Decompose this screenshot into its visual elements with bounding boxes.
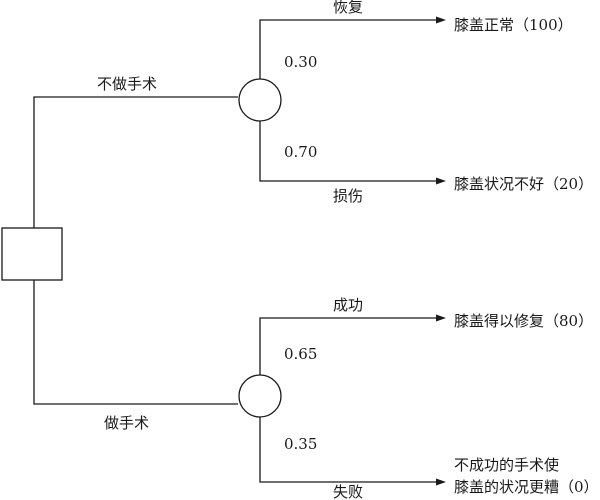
event-label-recover: 恢复: [333, 0, 363, 16]
chance-node-no-surgery: [238, 78, 282, 122]
arrowhead-icon: [436, 314, 446, 322]
event-label-failure: 失败: [333, 483, 363, 500]
branch-line-no-surgery: [33, 96, 238, 228]
branch-label-no-surgery: 不做手术: [97, 75, 157, 93]
outcome-result-failed-surgery-line2: 膝盖的状况更糟（0）: [454, 478, 599, 496]
branch-label-surgery: 做手术: [104, 414, 149, 432]
outcome-line-success: [259, 317, 438, 375]
outcome-result-knee-normal: 膝盖正常（100）: [454, 16, 573, 34]
chance-node-surgery: [238, 374, 282, 418]
outcome-line-injury: [259, 121, 438, 182]
arrowhead-icon: [436, 177, 446, 185]
outcome-line-recover: [259, 19, 438, 79]
probability-failure: 0.35: [284, 435, 317, 453]
event-label-success: 成功: [333, 296, 363, 314]
outcome-line-failure: [259, 417, 438, 483]
decision-node: [1, 227, 63, 281]
event-label-injury: 损伤: [333, 187, 363, 205]
branch-line-surgery: [33, 280, 238, 405]
arrowhead-icon: [436, 16, 446, 24]
probability-recover: 0.30: [284, 53, 317, 71]
outcome-result-knee-poor: 膝盖状况不好（20）: [454, 175, 593, 193]
probability-injury: 0.70: [284, 143, 317, 161]
outcome-result-failed-surgery-line1: 不成功的手术使: [454, 456, 559, 474]
arrowhead-icon: [436, 478, 446, 486]
probability-success: 0.65: [284, 345, 317, 363]
outcome-result-knee-repaired: 膝盖得以修复（80）: [454, 312, 593, 330]
